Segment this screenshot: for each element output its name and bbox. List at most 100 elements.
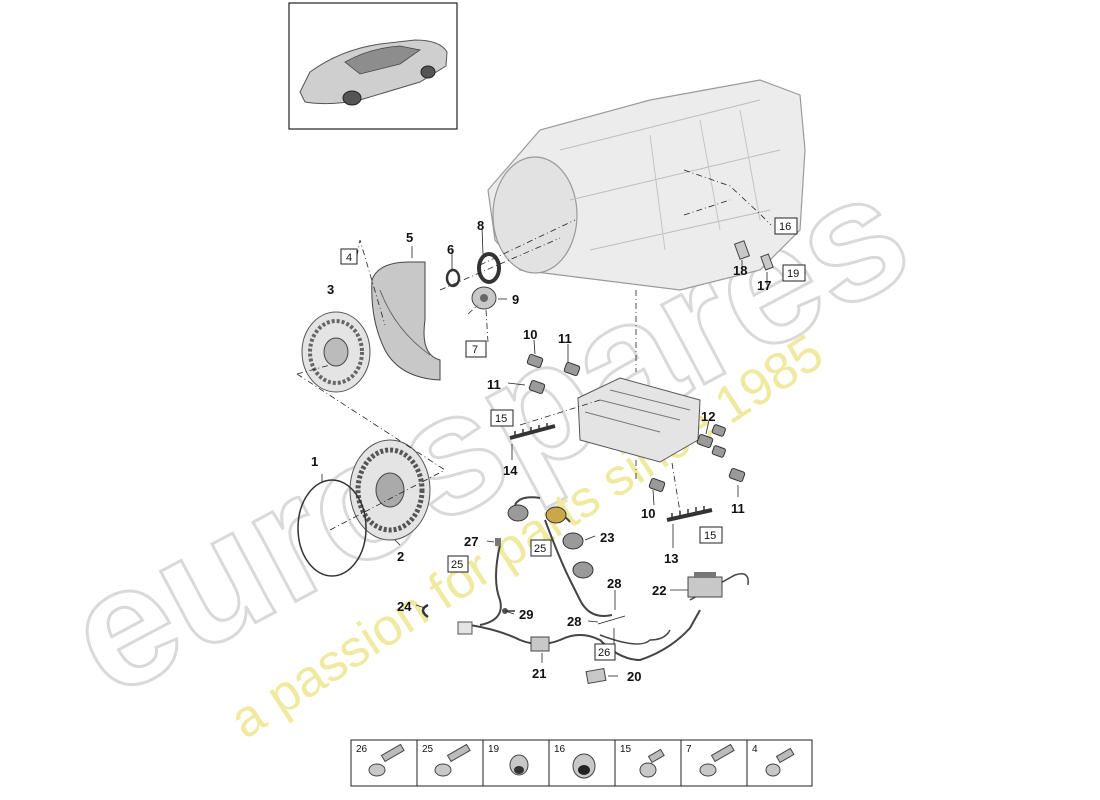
seal-8[interactable] <box>477 252 501 284</box>
callout-9[interactable]: 9 <box>512 292 519 307</box>
callout-11-left[interactable]: 11 <box>487 377 501 392</box>
legend-cell-25[interactable]: 25 <box>422 743 471 777</box>
ref-box-15-left[interactable]: 15 <box>490 409 514 427</box>
ref-box-7[interactable]: 7 <box>465 340 487 358</box>
sensor-17[interactable] <box>760 253 774 271</box>
sensor-23[interactable] <box>507 504 594 579</box>
seal-strip-14[interactable] <box>509 423 556 440</box>
solenoid-extra-b[interactable] <box>711 445 726 458</box>
nut-icon <box>509 754 529 776</box>
svg-text:25: 25 <box>534 543 546 555</box>
svg-text:26: 26 <box>598 647 610 659</box>
watermark-brand: eurospares <box>38 135 936 733</box>
clip-24[interactable] <box>421 603 429 619</box>
callout-28-upper[interactable]: 28 <box>607 576 621 591</box>
svg-text:25: 25 <box>451 559 463 571</box>
bolt-icon <box>765 747 795 777</box>
solenoid-10-upper[interactable] <box>526 353 544 369</box>
callout-10-upper[interactable]: 10 <box>523 327 537 342</box>
svg-text:15: 15 <box>704 530 716 542</box>
plug-left[interactable] <box>457 621 473 635</box>
callout-3[interactable]: 3 <box>327 282 334 297</box>
legend-cell-26[interactable]: 26 <box>356 743 405 777</box>
callout-11-upper[interactable]: 11 <box>558 331 572 346</box>
gear-9[interactable] <box>471 286 497 310</box>
ref-box-19[interactable]: 19 <box>782 264 806 282</box>
ref-box-4[interactable]: 4 <box>340 248 358 265</box>
callout-11-lower[interactable]: 11 <box>731 501 745 516</box>
watermark: eurospares a passion for parts since 198… <box>37 133 938 750</box>
svg-text:19: 19 <box>787 268 799 280</box>
svg-text:16: 16 <box>779 221 791 233</box>
svg-text:26: 26 <box>356 744 368 755</box>
callout-28-left[interactable]: 28 <box>567 614 581 629</box>
svg-text:19: 19 <box>488 744 500 755</box>
callout-8[interactable]: 8 <box>477 218 484 233</box>
svg-text:15: 15 <box>620 744 632 755</box>
callout-labels: 1 2 3 5 6 8 9 10 10 11 11 11 12 13 14 17… <box>311 218 771 684</box>
ref-box-16[interactable]: 16 <box>774 217 798 235</box>
legend-cell-7[interactable]: 7 <box>686 743 735 777</box>
clutch-pack-upper[interactable] <box>301 311 371 393</box>
ref-box-25-left[interactable]: 25 <box>447 555 469 573</box>
seal-strip-13[interactable] <box>666 506 713 522</box>
callout-22[interactable]: 22 <box>652 583 666 598</box>
bolt-icon <box>434 743 471 777</box>
bolt-legend: 26 25 19 16 15 7 4 <box>350 739 813 787</box>
nut-icon <box>572 753 596 779</box>
solenoid-11-left[interactable] <box>528 379 546 395</box>
callout-14[interactable]: 14 <box>503 463 518 478</box>
callout-17[interactable]: 17 <box>757 278 771 293</box>
svg-text:25: 25 <box>422 744 434 755</box>
bolt-icon <box>639 748 665 778</box>
callout-10-lower[interactable]: 10 <box>641 506 655 521</box>
callout-21[interactable]: 21 <box>532 666 546 681</box>
solenoid-12[interactable] <box>696 433 714 449</box>
clutch-pack-lower[interactable] <box>349 439 431 541</box>
bolt-icon <box>699 743 735 777</box>
transmission-housing[interactable] <box>487 79 806 291</box>
o-ring[interactable] <box>297 479 367 577</box>
solenoid-11-upper[interactable] <box>563 361 581 377</box>
bolt-27[interactable] <box>495 538 501 546</box>
legend-cell-15[interactable]: 15 <box>620 744 665 778</box>
ref-box-15-right[interactable]: 15 <box>699 526 723 544</box>
connector-22[interactable] <box>687 572 723 598</box>
legend-cell-19[interactable]: 19 <box>488 744 529 776</box>
ref-box-25-right[interactable]: 25 <box>530 539 552 557</box>
boxed-refs: 4 7 15 15 16 19 25 25 26 <box>340 217 806 661</box>
ref-box-26[interactable]: 26 <box>594 643 616 661</box>
connector-20[interactable] <box>585 667 607 685</box>
vehicle-thumbnail[interactable] <box>288 2 458 130</box>
callout-6[interactable]: 6 <box>447 242 454 257</box>
car-icon <box>299 39 448 106</box>
callout-29[interactable]: 29 <box>519 607 533 622</box>
ring-6[interactable] <box>445 268 461 288</box>
solenoid-11-lower[interactable] <box>728 467 746 483</box>
callout-1[interactable]: 1 <box>311 454 318 469</box>
sensor-18[interactable] <box>733 240 751 260</box>
solenoid-extra-a[interactable] <box>711 424 726 437</box>
callout-13[interactable]: 13 <box>664 551 678 566</box>
callout-12[interactable]: 12 <box>701 409 715 424</box>
legend-cell-16[interactable]: 16 <box>554 744 596 779</box>
callout-23[interactable]: 23 <box>600 530 614 545</box>
legend-cell-4[interactable]: 4 <box>752 744 795 777</box>
svg-text:7: 7 <box>686 744 692 755</box>
svg-text:4: 4 <box>752 744 758 755</box>
clutch-basket[interactable] <box>371 261 441 381</box>
connector-21[interactable] <box>530 636 550 652</box>
svg-text:4: 4 <box>346 252 352 264</box>
clip-29[interactable] <box>502 608 515 614</box>
svg-text:15: 15 <box>495 413 507 425</box>
solenoid-10-lower[interactable] <box>648 477 666 493</box>
callout-24[interactable]: 24 <box>397 599 412 614</box>
bolt-icon <box>368 743 405 777</box>
callout-18[interactable]: 18 <box>733 263 747 278</box>
callout-27[interactable]: 27 <box>464 534 478 549</box>
callout-5[interactable]: 5 <box>406 230 413 245</box>
svg-text:7: 7 <box>472 344 478 356</box>
callout-20[interactable]: 20 <box>627 669 641 684</box>
callout-2[interactable]: 2 <box>397 549 404 564</box>
